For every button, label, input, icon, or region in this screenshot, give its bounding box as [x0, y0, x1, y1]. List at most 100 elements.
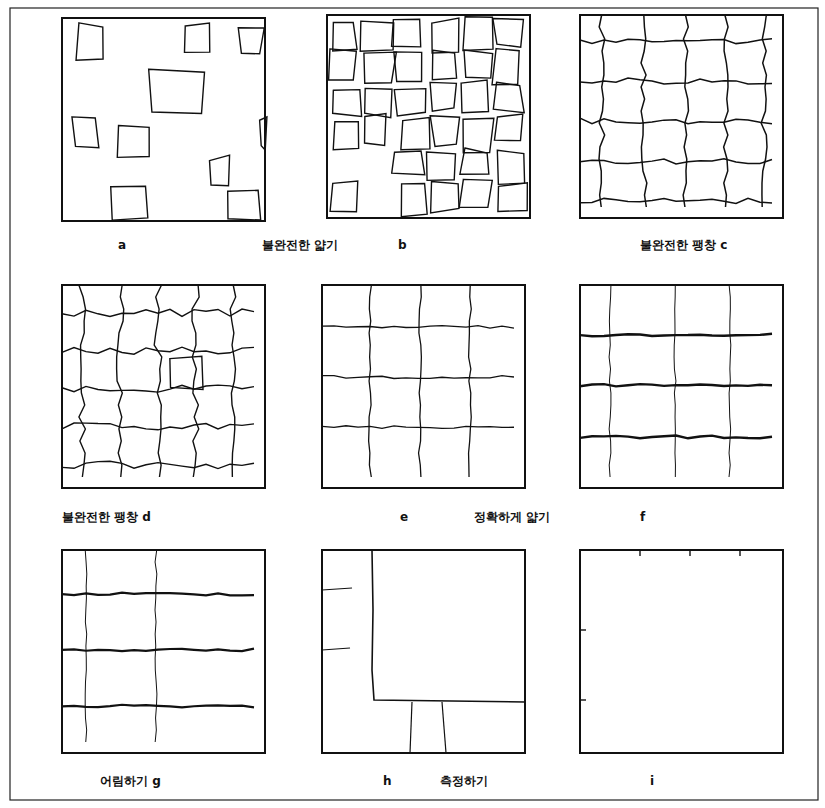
crack-line — [494, 114, 522, 141]
crack-line — [111, 186, 148, 220]
crack-line — [609, 285, 611, 477]
crack-line — [580, 198, 772, 203]
crack-line — [62, 385, 254, 392]
crack-line — [322, 648, 350, 650]
panel-label: 어림하기 g — [100, 774, 161, 788]
panel-label: 불완전한 얇기 — [262, 238, 338, 252]
crack-line — [430, 116, 459, 147]
crack-line — [432, 18, 459, 53]
crack-line — [463, 118, 494, 152]
crack-line — [426, 152, 455, 180]
crack-line — [62, 649, 254, 651]
panel-frame — [62, 18, 265, 221]
crack-line — [170, 356, 203, 389]
crack-line — [724, 15, 728, 207]
crack-line — [62, 309, 254, 316]
panel-label: e — [400, 510, 408, 524]
crack-line — [739, 550, 740, 556]
crack-line — [689, 550, 690, 556]
crack-line — [184, 23, 209, 52]
panel-label: b — [398, 238, 407, 252]
crack-line — [498, 183, 527, 212]
image-panel — [62, 18, 267, 221]
crack-line — [599, 15, 605, 207]
panel-frame — [322, 285, 525, 488]
crack-line — [333, 90, 362, 117]
crack-line — [431, 182, 459, 213]
crack-line — [85, 550, 87, 742]
crack-line — [392, 19, 421, 47]
crack-line — [463, 17, 493, 51]
crack-line — [459, 179, 492, 207]
crack-line — [394, 52, 422, 82]
image-panel — [322, 550, 525, 753]
panel-label: 정확하게 얇기 — [474, 510, 550, 524]
panel-label: a — [118, 238, 126, 252]
crack-line — [580, 159, 772, 164]
crack-line — [674, 285, 676, 477]
crack-line — [238, 28, 264, 54]
panel-label: h — [383, 774, 392, 788]
crack-line — [392, 151, 425, 175]
crack-line — [360, 21, 393, 51]
crack-line — [260, 117, 267, 150]
image-panel — [62, 285, 265, 488]
crack-line — [639, 550, 640, 556]
crack-line — [369, 285, 372, 477]
crack-line — [580, 629, 586, 630]
crack-line — [394, 89, 426, 116]
crack-line — [419, 285, 422, 477]
image-panel — [327, 15, 530, 218]
panel-frame — [327, 15, 530, 218]
crack-line — [580, 39, 772, 44]
crack-line — [410, 702, 412, 753]
crack-line — [461, 80, 488, 113]
crack-line — [117, 126, 149, 158]
panel-label: i — [650, 774, 654, 788]
panel-label: 불완전한 팽창 c — [640, 238, 727, 252]
crack-line — [155, 550, 157, 742]
crack-line — [460, 148, 489, 174]
image-panel — [580, 15, 783, 218]
outer-frame — [10, 8, 818, 800]
crack-line — [322, 588, 352, 590]
crack-line — [580, 118, 772, 124]
panel-frame — [62, 550, 265, 753]
panel-label: f — [640, 510, 645, 524]
panel-label: 불완전한 팽창 d — [62, 510, 151, 524]
crack-line — [493, 82, 524, 113]
crack-line — [683, 15, 688, 207]
crack-line — [76, 23, 103, 60]
crack-line — [149, 69, 205, 113]
crack-line — [401, 183, 427, 216]
crack-line — [364, 52, 396, 83]
crack-line — [330, 181, 358, 212]
crack-line — [333, 22, 357, 51]
crack-line — [432, 50, 456, 79]
crack-line — [62, 461, 254, 468]
crack-line — [329, 49, 357, 80]
crack-line — [729, 285, 731, 477]
crack-line — [464, 50, 493, 78]
crack-line — [62, 347, 254, 354]
image-panel — [322, 285, 525, 488]
crack-line — [430, 82, 456, 111]
crack-line — [322, 326, 514, 328]
image-panel — [62, 550, 265, 753]
crack-line — [580, 334, 772, 337]
panel-label: 측정하기 — [440, 774, 488, 788]
crack-line — [492, 49, 519, 85]
crack-line — [442, 702, 446, 753]
crack-line — [497, 150, 524, 184]
crack-line — [322, 376, 514, 379]
crack-line — [469, 285, 472, 477]
crack-line — [580, 78, 772, 84]
crack-line — [210, 155, 230, 186]
panel-frame — [580, 285, 783, 488]
crack-line — [228, 190, 261, 220]
panel-frame — [580, 550, 783, 753]
panel-frame — [322, 550, 525, 753]
crack-line — [192, 285, 199, 477]
crack-line — [72, 117, 99, 148]
crack-line — [322, 426, 514, 429]
